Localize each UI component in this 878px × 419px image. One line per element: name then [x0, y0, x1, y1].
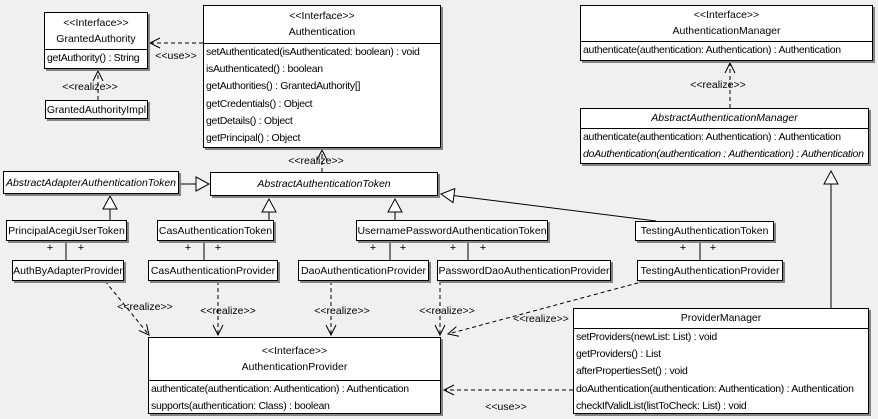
class-name: AuthenticationManager [672, 25, 781, 37]
realize-stereotype-label: <<realize>> [117, 301, 173, 313]
class-name: PrincipalAcegiUserToken [8, 224, 125, 237]
method: getAuthorities() : GrantedAuthority[] [206, 80, 361, 93]
method: getAuthority() : String [47, 52, 140, 64]
class-title: <<Interface>> AuthenticationProvider [149, 338, 440, 380]
realize-stereotype-label: <<realize>> [288, 155, 344, 167]
method: getCredentials() : Object [206, 97, 313, 110]
method: setProviders(newList: List) : void [576, 331, 717, 343]
method: getPrincipal() : Object [206, 132, 301, 145]
class-name: TestingAuthenticationProvider [640, 264, 780, 277]
edge-generalization-testing-authentication-token [439, 187, 657, 222]
stereotype-label: <<Interface>> [693, 9, 760, 21]
class-abstract-authentication-manager: AbstractAuthenticationManager authentica… [580, 108, 869, 164]
class-name: ProviderManager [680, 312, 762, 324]
class-cas-authentication-provider: CasAuthenticationProvider [148, 260, 278, 281]
methods-compartment: getAuthority() : String [45, 49, 147, 67]
multiplicity-plus: + [77, 242, 85, 254]
class-name: CasAuthenticationToken [158, 224, 273, 237]
class-name: UsernamePasswordAuthenticationToken [357, 224, 547, 237]
use-stereotype-label: <<use>> [485, 401, 527, 413]
class-provider-manager: ProviderManager setProviders(newList: Li… [573, 308, 869, 414]
method: doAuthentication(authentication: Authent… [576, 382, 854, 395]
methods-compartment: setAuthenticated(isAuthenticated: boolea… [204, 43, 440, 147]
method: setAuthenticated(isAuthenticated: boolea… [206, 46, 420, 58]
methods-compartment: authenticate(authentication: Authenticat… [581, 128, 868, 163]
class-name: AuthByAdapterProvider [13, 264, 123, 277]
class-auth-by-adapter-provider: AuthByAdapterProvider [12, 260, 124, 281]
realize-stereotype-label: <<realize>> [690, 79, 746, 91]
multiplicity-plus: + [369, 242, 377, 254]
class-name: Authentication [288, 26, 356, 38]
class-password-dao-authentication-provider: PasswordDaoAuthenticationProvider [437, 260, 611, 281]
class-authentication-manager: <<Interface>> AuthenticationManager auth… [580, 5, 873, 61]
realize-stereotype-label: <<realize>> [314, 305, 370, 317]
realize-stereotype-label: <<realize>> [62, 81, 118, 93]
stereotype-label: <<Interface>> [289, 10, 355, 22]
method: checkIfValidList(listToCheck: List) : vo… [576, 399, 747, 412]
class-username-password-authentication-token: UsernamePasswordAuthenticationToken [356, 220, 548, 241]
multiplicity-plus: + [479, 242, 487, 254]
method: supports(authentication: Class) : boolea… [151, 400, 330, 413]
realize-stereotype-label: <<realize>> [200, 305, 256, 317]
realize-stereotype-label: <<realize>> [419, 305, 475, 317]
methods-compartment: authenticate(authentication: Authenticat… [581, 41, 872, 59]
class-testing-authentication-token: TestingAuthenticationToken [635, 221, 774, 241]
class-cas-authentication-token: CasAuthenticationToken [157, 220, 274, 241]
class-title: <<Interface>> Authentication [204, 6, 440, 43]
class-principal-acegi-user-token: PrincipalAcegiUserToken [6, 220, 127, 241]
methods-compartment: setProviders(newList: List) : void getPr… [574, 328, 868, 413]
class-name: GrantedAuthority [56, 32, 136, 45]
method: authenticate(authentication: Authenticat… [583, 131, 841, 143]
class-authentication: <<Interface>> Authentication setAuthenti… [203, 5, 441, 148]
class-name: TestingAuthenticationToken [640, 225, 769, 237]
class-name: AbstractAdapterAuthenticationToken [5, 176, 177, 189]
class-abstract-adapter-authentication-token: AbstractAdapterAuthenticationToken [3, 171, 179, 194]
method: afterPropertiesSet() : void [576, 365, 688, 378]
class-title: ProviderManager [574, 309, 868, 328]
class-name: AbstractAuthenticationManager [651, 112, 798, 124]
edge-realize-testing-authentication-provider [446, 280, 646, 337]
class-name: CasAuthenticationProvider [150, 264, 276, 277]
multiplicity-plus: + [214, 242, 222, 254]
multiplicity-plus: + [399, 242, 407, 254]
method: isAuthenticated() : boolean [206, 63, 323, 76]
method: getDetails() : Object [206, 114, 293, 127]
method: authenticate(authentication: Authenticat… [583, 44, 841, 56]
multiplicity-plus: + [184, 242, 192, 254]
class-granted-authority: <<Interface>> GrantedAuthority getAuthor… [44, 12, 148, 69]
multiplicity-plus: + [679, 242, 687, 254]
use-stereotype-label: <<use>> [155, 50, 197, 62]
class-granted-authority-impl: GrantedAuthorityImpl [45, 100, 148, 119]
methods-compartment: authenticate(authentication: Authenticat… [149, 380, 440, 413]
class-title: <<Interface>> AuthenticationManager [581, 6, 872, 41]
method: authenticate(authentication: Authenticat… [151, 383, 409, 395]
class-name: PasswordDaoAuthenticationProvider [438, 264, 610, 277]
class-name: AuthenticationProvider [241, 360, 348, 373]
class-dao-authentication-provider: DaoAuthenticationProvider [298, 260, 429, 281]
stereotype-label: <<Interface>> [261, 344, 328, 357]
class-testing-authentication-provider: TestingAuthenticationProvider [637, 260, 783, 281]
method: getProviders() : List [576, 348, 661, 361]
realize-stereotype-label: <<realize>> [513, 313, 569, 325]
class-title: <<Interface>> GrantedAuthority [45, 13, 147, 49]
multiplicity-plus: + [449, 242, 457, 254]
class-authentication-provider: <<Interface>> AuthenticationProvider aut… [148, 337, 441, 414]
class-title: AbstractAuthenticationManager [581, 109, 868, 128]
method: doAuthentication(authentication : Authen… [583, 148, 864, 161]
class-abstract-authentication-token: AbstractAuthenticationToken [210, 172, 438, 196]
edge-realize-auth-by-adapter-provider [104, 280, 150, 336]
multiplicity-plus: + [709, 242, 717, 254]
multiplicity-plus: + [46, 242, 54, 254]
class-name: GrantedAuthorityImpl [46, 103, 147, 116]
class-name: DaoAuthenticationProvider [301, 264, 426, 277]
class-name: AbstractAuthenticationToken [257, 178, 391, 190]
stereotype-label: <<Interface>> [63, 16, 129, 29]
